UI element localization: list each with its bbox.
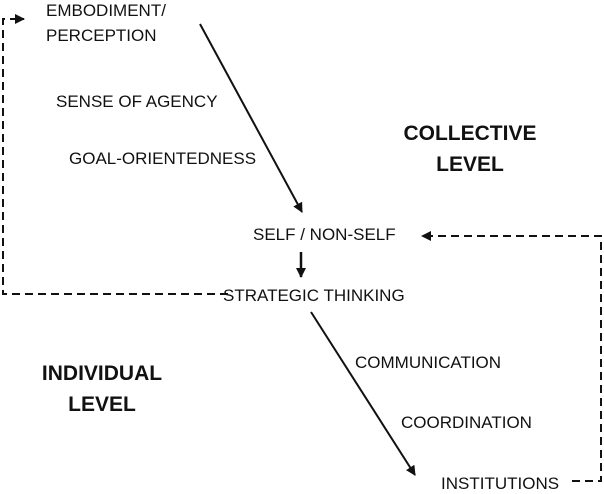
individual-level-label: INDIVIDUAL LEVEL [22, 358, 182, 420]
arrow-strategic-to-institutions [310, 311, 416, 476]
collective-line2: LEVEL [436, 153, 504, 176]
node-strategic-thinking: STRATEGIC THINKING [223, 286, 405, 305]
individual-line1: INDIVIDUAL [41, 362, 163, 385]
collective-level-label: COLLECTIVE LEVEL [390, 118, 550, 180]
feedback-loop-left [2, 14, 228, 295]
individual-line2: LEVEL [68, 393, 136, 416]
node-sense-of-agency: SENSE OF AGENCY [56, 92, 218, 111]
node-self-non-self: SELF / NON-SELF [253, 225, 396, 244]
feedback-loop-right [421, 231, 602, 482]
node-coordination: COORDINATION [401, 413, 532, 432]
node-embodiment-line1: EMBODIMENT/ [46, 1, 166, 20]
arrow-embodiment-to-self [199, 23, 303, 213]
collective-line1: COLLECTIVE [403, 122, 537, 145]
node-embodiment-line2: PERCEPTION [46, 26, 157, 45]
node-communication: COMMUNICATION [355, 353, 502, 372]
node-institutions: INSTITUTIONS [441, 474, 560, 493]
node-goal-orientedness: GOAL-ORIENTEDNESS [69, 149, 257, 168]
node-embodiment-perception: EMBODIMENT/ PERCEPTION [46, 0, 166, 46]
